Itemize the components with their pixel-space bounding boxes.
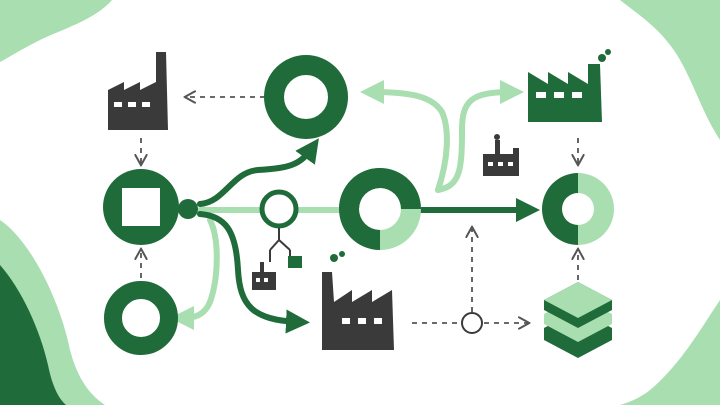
ring-icon	[259, 189, 299, 229]
network-factory-icon	[252, 228, 302, 290]
factory-icon	[322, 251, 394, 350]
layers-icon	[544, 282, 612, 358]
blob-top-right	[620, 0, 720, 140]
small-factory-icon	[483, 134, 519, 176]
light-flow-to-factory-top-right	[435, 80, 524, 193]
light-flow-to-ring-bottom-left	[170, 217, 220, 330]
factory-icon	[528, 49, 611, 122]
dashed-connectors	[141, 97, 578, 323]
dark-flow-to-factory-bottom	[197, 211, 310, 334]
light-flows	[170, 80, 524, 330]
blob-bottom-right	[620, 300, 720, 405]
blob-top-left	[0, 0, 112, 62]
dot-icon	[178, 199, 198, 219]
dark-flow-to-ring-top	[197, 138, 319, 207]
ring-icon	[104, 281, 178, 355]
dark-flows	[197, 138, 540, 334]
ring-icon	[264, 55, 348, 139]
square-in-circle-icon	[103, 169, 179, 245]
blob-bottom-left-dark	[0, 265, 66, 405]
factory-icon	[108, 52, 168, 130]
half-ring-icon	[339, 168, 421, 250]
half-ring-icon	[542, 173, 614, 245]
light-flow-to-ring-top	[360, 80, 450, 193]
dot-icon	[461, 312, 483, 334]
